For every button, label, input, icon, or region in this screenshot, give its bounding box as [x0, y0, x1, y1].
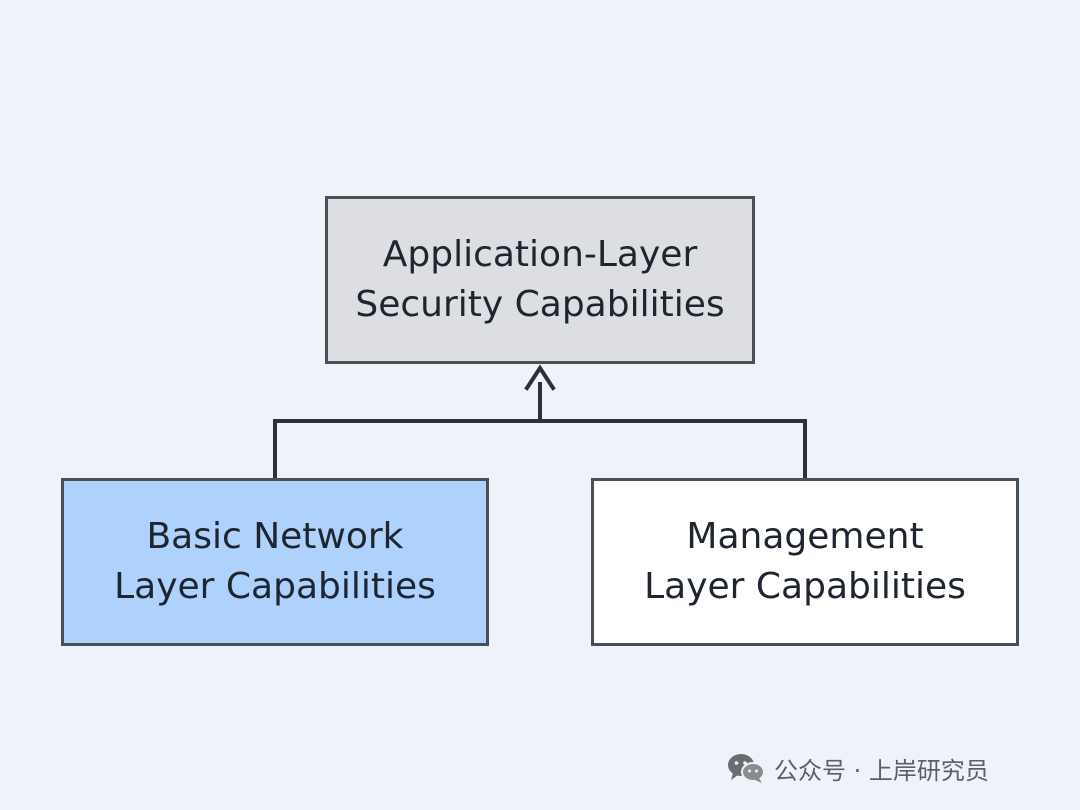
- basic-network-label-line2: Layer Capabilities: [114, 566, 436, 607]
- management-label-line1: Management: [686, 516, 924, 557]
- watermark-text: 公众号 · 上岸研究员: [774, 756, 989, 785]
- watermark: 公众号 · 上岸研究员: [726, 748, 989, 788]
- application-layer-box: Application-Layer Security Capabilities: [325, 196, 755, 364]
- management-layer-box: Management Layer Capabilities: [591, 478, 1019, 646]
- basic-network-layer-box: Basic Network Layer Capabilities: [61, 478, 489, 646]
- arrow-head-icon: [524, 364, 556, 391]
- connector-right-branch: [540, 419, 807, 478]
- wechat-icon: [728, 754, 765, 783]
- management-label-line2: Layer Capabilities: [644, 566, 966, 607]
- connector-left-branch: [273, 419, 540, 478]
- application-layer-label-line1: Application-Layer: [382, 234, 698, 275]
- basic-network-label-line1: Basic Network: [146, 516, 404, 557]
- application-layer-label-line2: Security Capabilities: [355, 284, 725, 325]
